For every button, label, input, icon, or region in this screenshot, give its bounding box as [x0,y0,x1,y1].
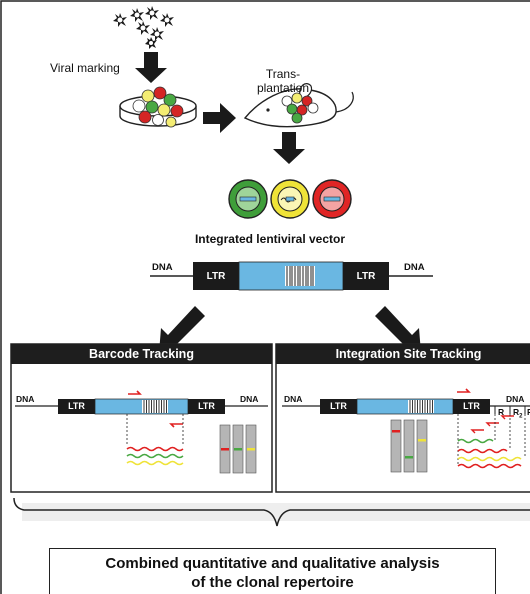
summary-line-2: of the clonal repertoire [191,574,354,591]
transplantation-label: Trans- plantation [248,67,318,95]
arrow-down-icon [135,52,167,83]
arrow-right-icon [203,103,236,133]
virus-particles-icon [113,6,174,49]
marked-cells-icon [228,179,352,219]
viral-marking-label: Viral marking [50,61,120,75]
gel-lane [403,419,415,473]
integrated-vector [150,261,433,291]
arrow-down-left-icon [159,306,205,353]
gel-lane [416,419,428,473]
dna-label: DNA [16,394,35,404]
barcode-panel-title: Barcode Tracking [89,347,194,361]
petri-dish-icon [119,86,197,128]
ltr-label: LTR [206,271,226,282]
restriction-site-label: R [527,407,530,417]
ltr-label: LTR [68,401,85,411]
arrow-down-right-icon [375,306,421,353]
restriction-site-label: R2 [513,407,522,422]
ltr-label: LTR [463,401,480,411]
summary-box: Combined quantitative and qualitative an… [49,548,496,594]
dna-label: DNA [284,394,303,404]
integration-panel [275,343,530,493]
gel-lane [390,419,402,473]
integration-panel-title: Integration Site Tracking [335,347,482,361]
transplantation-line-2: plantation [256,81,310,95]
dna-label-right: DNA [404,262,425,273]
barcode-panel [10,343,273,493]
restriction-site-label: R [498,407,505,417]
dna-label: DNA [240,394,259,404]
dna-label: DNA [506,394,525,404]
transplantation-line-1: Trans- [265,67,301,81]
mouse-icon [243,83,354,128]
restriction-site-subscript: 2 [519,413,523,420]
ltr-label: LTR [356,271,376,282]
vector-title: Integrated lentiviral vector [194,232,346,246]
restriction-site-r: R [513,407,520,417]
summary-bracket [13,497,530,527]
arrow-down-icon [273,132,305,164]
dna-label-left: DNA [152,262,173,273]
summary-line-1: Combined quantitative and qualitative an… [105,555,440,572]
ltr-label: LTR [198,401,215,411]
ltr-label: LTR [330,401,347,411]
